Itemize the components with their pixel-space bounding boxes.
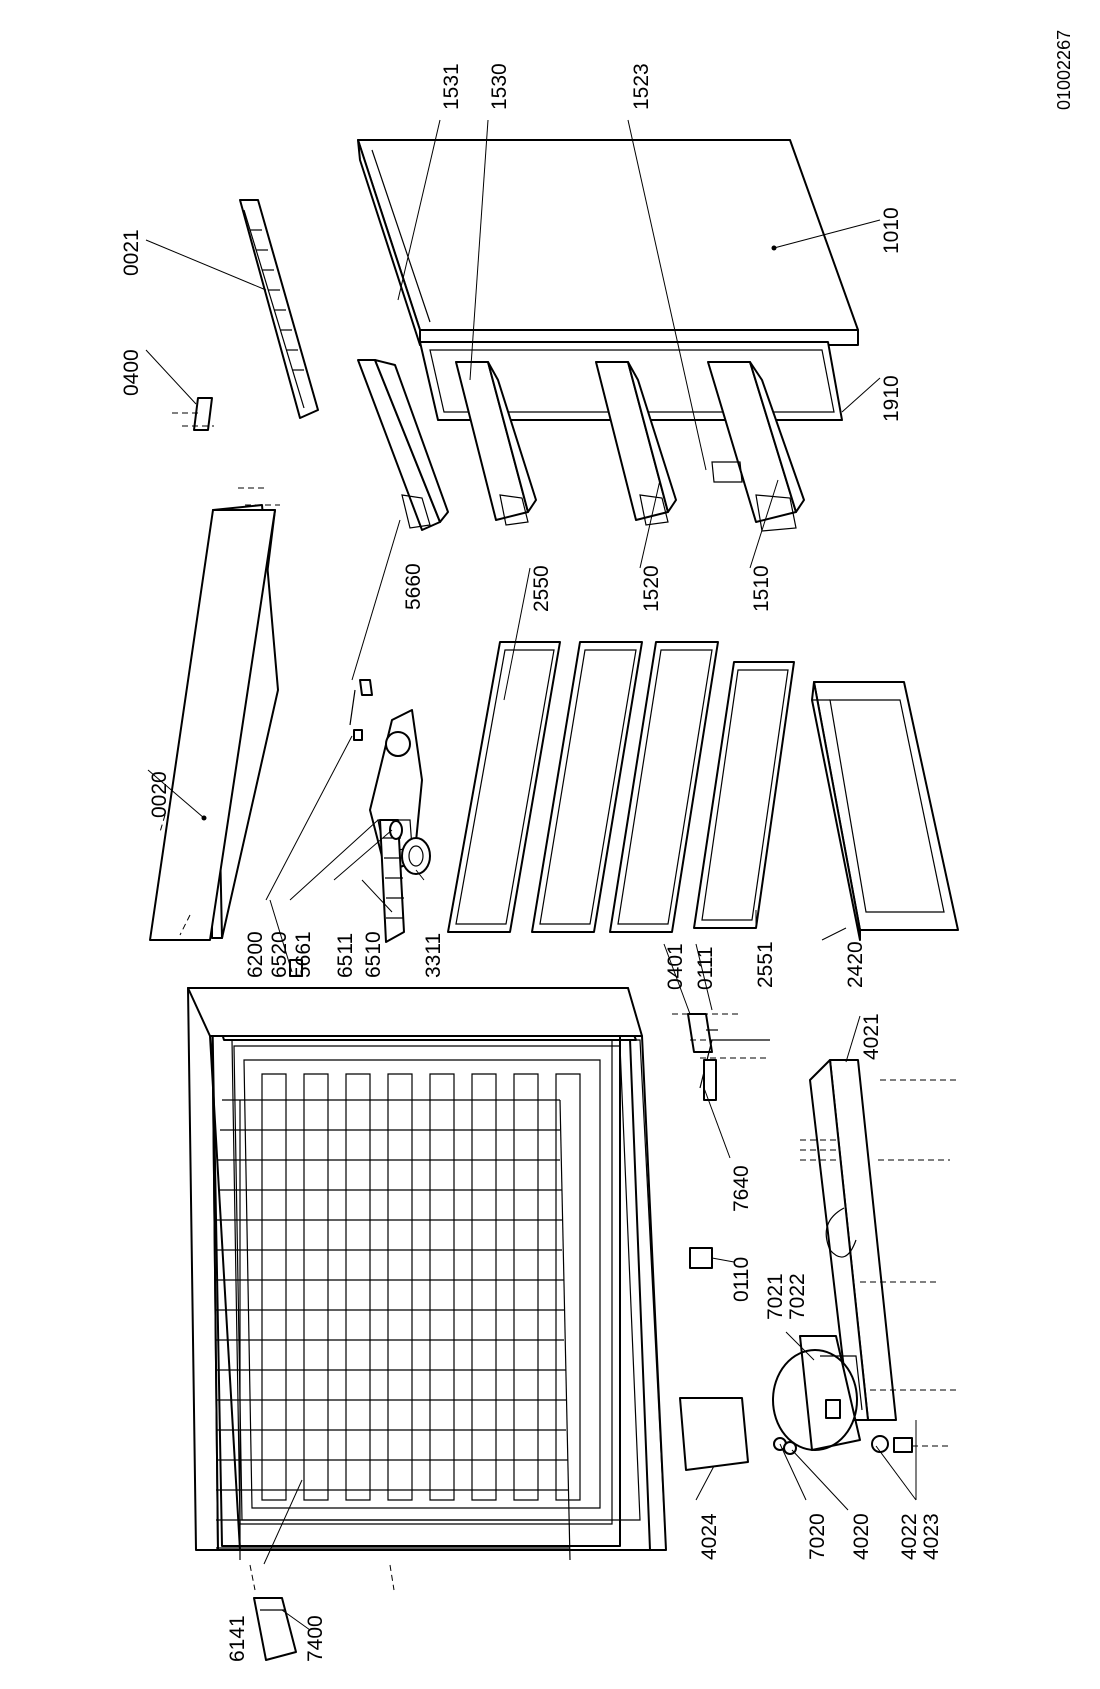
callout-0400: 0400 bbox=[120, 349, 143, 396]
top-hinge-0400 bbox=[172, 397, 214, 431]
callout-0020: 0020 bbox=[148, 771, 171, 818]
thermostat-cover-5660 bbox=[349, 679, 373, 726]
shelf-1-2550 bbox=[447, 641, 561, 933]
condenser-bracket-6141 bbox=[253, 1597, 297, 1661]
callout-2420: 2420 bbox=[844, 941, 867, 988]
callout-6510: 6510 bbox=[362, 931, 385, 978]
callout-1910: 1910 bbox=[880, 375, 903, 422]
shelf-2-2550 bbox=[531, 641, 643, 933]
callout-6520: 6520 bbox=[268, 931, 291, 978]
compressor bbox=[772, 1335, 863, 1451]
callout-3311: 3311 bbox=[422, 933, 445, 978]
top-cover bbox=[149, 504, 279, 941]
evaporator-grid-0021 bbox=[239, 199, 319, 419]
base-plate-4021 bbox=[800, 1059, 960, 1421]
callout-7022: 7022 bbox=[786, 1273, 809, 1320]
thermostat-knob-3311 bbox=[401, 837, 431, 875]
callout-1010: 1010 bbox=[880, 207, 903, 254]
light-switch-6200 bbox=[289, 959, 303, 977]
condenser-coil bbox=[216, 1099, 571, 1561]
callout-5660: 5660 bbox=[402, 563, 425, 610]
callout-7640: 7640 bbox=[730, 1165, 753, 1212]
condenser-clips bbox=[249, 1564, 395, 1591]
document-id: 01002267 bbox=[1054, 30, 1074, 110]
callout-7021: 7021 bbox=[764, 1273, 787, 1320]
callout-6141: 6141 bbox=[226, 1615, 249, 1662]
thermostat-sensor-7640 bbox=[699, 1039, 770, 1101]
callout-4024: 4024 bbox=[698, 1513, 721, 1560]
door-outer-panel bbox=[357, 139, 859, 346]
callout-1510: 1510 bbox=[750, 565, 773, 612]
callout-0111: 0111 bbox=[694, 946, 717, 990]
callout-0110: 0110 bbox=[730, 1257, 753, 1302]
callout-2551: 2551 bbox=[754, 941, 777, 988]
callout-5661: 5661 bbox=[292, 931, 315, 978]
callout-4021: 4021 bbox=[860, 1013, 883, 1060]
callout-6200: 6200 bbox=[244, 931, 267, 978]
cover-screws bbox=[159, 487, 280, 936]
door-balcony-1510 bbox=[707, 361, 805, 532]
callout-2550: 2550 bbox=[530, 565, 553, 612]
callout-1531: 1531 bbox=[440, 63, 463, 110]
callout-0021: 0021 bbox=[120, 229, 143, 276]
callout-4022: 4022 bbox=[898, 1513, 921, 1560]
drip-tray-4024 bbox=[679, 1397, 749, 1471]
lamp-cover-6510 bbox=[379, 819, 405, 943]
callout-1530: 1530 bbox=[488, 63, 511, 110]
crisper-drawer bbox=[811, 681, 959, 941]
door-balcony-1530 bbox=[455, 361, 537, 526]
callout-1520: 1520 bbox=[640, 565, 663, 612]
shelf-3-2550 bbox=[609, 641, 719, 933]
lamp-bulb-6511 bbox=[389, 820, 403, 840]
lamp-socket-6520 bbox=[353, 729, 363, 741]
leader-lines bbox=[145, 119, 917, 1631]
callout-0401: 0401 bbox=[664, 943, 687, 990]
callout-7400: 7400 bbox=[304, 1615, 327, 1662]
lower-hinge-0401 bbox=[672, 1013, 770, 1059]
callout-1523: 1523 bbox=[630, 63, 653, 110]
door-balcony-1520 bbox=[595, 361, 677, 526]
cabinet-body bbox=[187, 987, 667, 1551]
door-balcony-top-1531 bbox=[357, 359, 449, 531]
callout-4020: 4020 bbox=[850, 1513, 873, 1560]
callout-6511: 6511 bbox=[334, 933, 357, 978]
cabinet-front-face bbox=[187, 987, 667, 1551]
foot-0110 bbox=[689, 1247, 713, 1269]
callout-labels: 1531 1530 1523 0021 0400 1010 1910 5660 … bbox=[120, 63, 943, 1662]
callout-7020: 7020 bbox=[806, 1513, 829, 1560]
callout-4023: 4023 bbox=[920, 1513, 943, 1560]
